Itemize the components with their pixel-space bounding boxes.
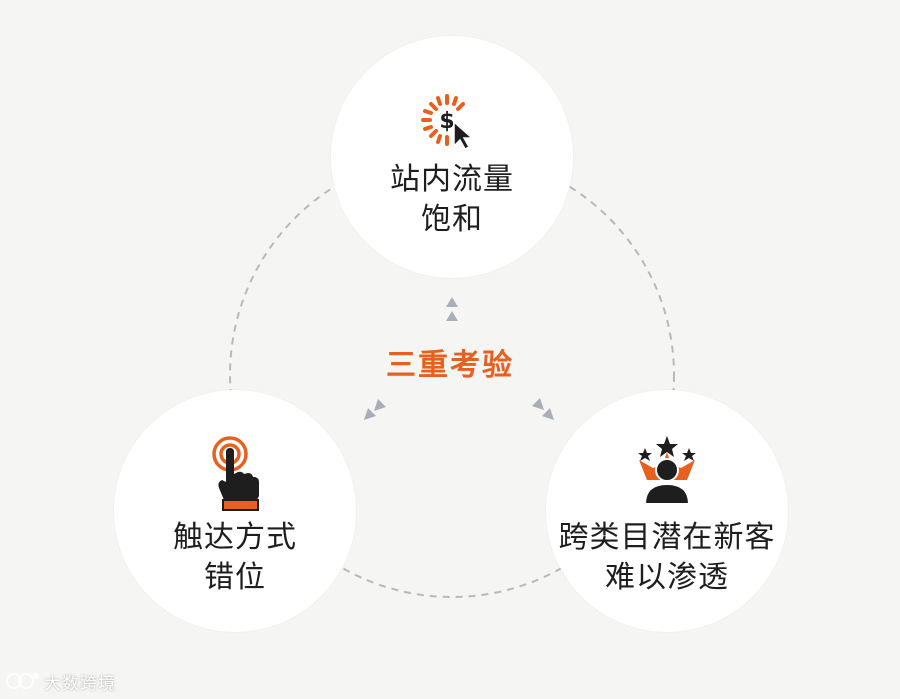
watermark-text: 大数跨境 — [44, 673, 116, 694]
arrow-to-top — [446, 297, 458, 321]
node-label-line: 站内流量 — [390, 162, 514, 197]
node-reach-mismatch: 触达方式 错位 — [114, 390, 356, 632]
node-label-line: 触达方式 — [173, 520, 297, 555]
node-label-line: 饱和 — [421, 202, 483, 237]
node-label: 跨类目潜在新客 难以渗透 — [546, 518, 788, 598]
finger-tap-icon — [212, 436, 259, 511]
node-label-line: 跨类目潜在新客 — [558, 520, 776, 555]
logo-icon — [6, 673, 39, 689]
svg-text:$: $ — [439, 109, 454, 134]
dollar-click-icon: $ — [421, 94, 474, 150]
node-label: 站内流量 饱和 — [331, 160, 573, 240]
center-title: 三重考验 — [386, 348, 514, 383]
node-label-line: 错位 — [204, 560, 266, 595]
arrow-to-left — [364, 399, 386, 420]
node-label-line: 难以渗透 — [605, 560, 729, 595]
node-station-traffic: $ 站内流量 饱和 — [331, 36, 573, 278]
node-label: 触达方式 错位 — [114, 518, 356, 598]
node-cross-category: 跨类目潜在新客 难以渗透 — [546, 390, 788, 632]
person-stars-icon — [638, 436, 696, 505]
watermark: 大数跨境 — [6, 668, 116, 694]
arrow-to-right — [532, 398, 554, 420]
